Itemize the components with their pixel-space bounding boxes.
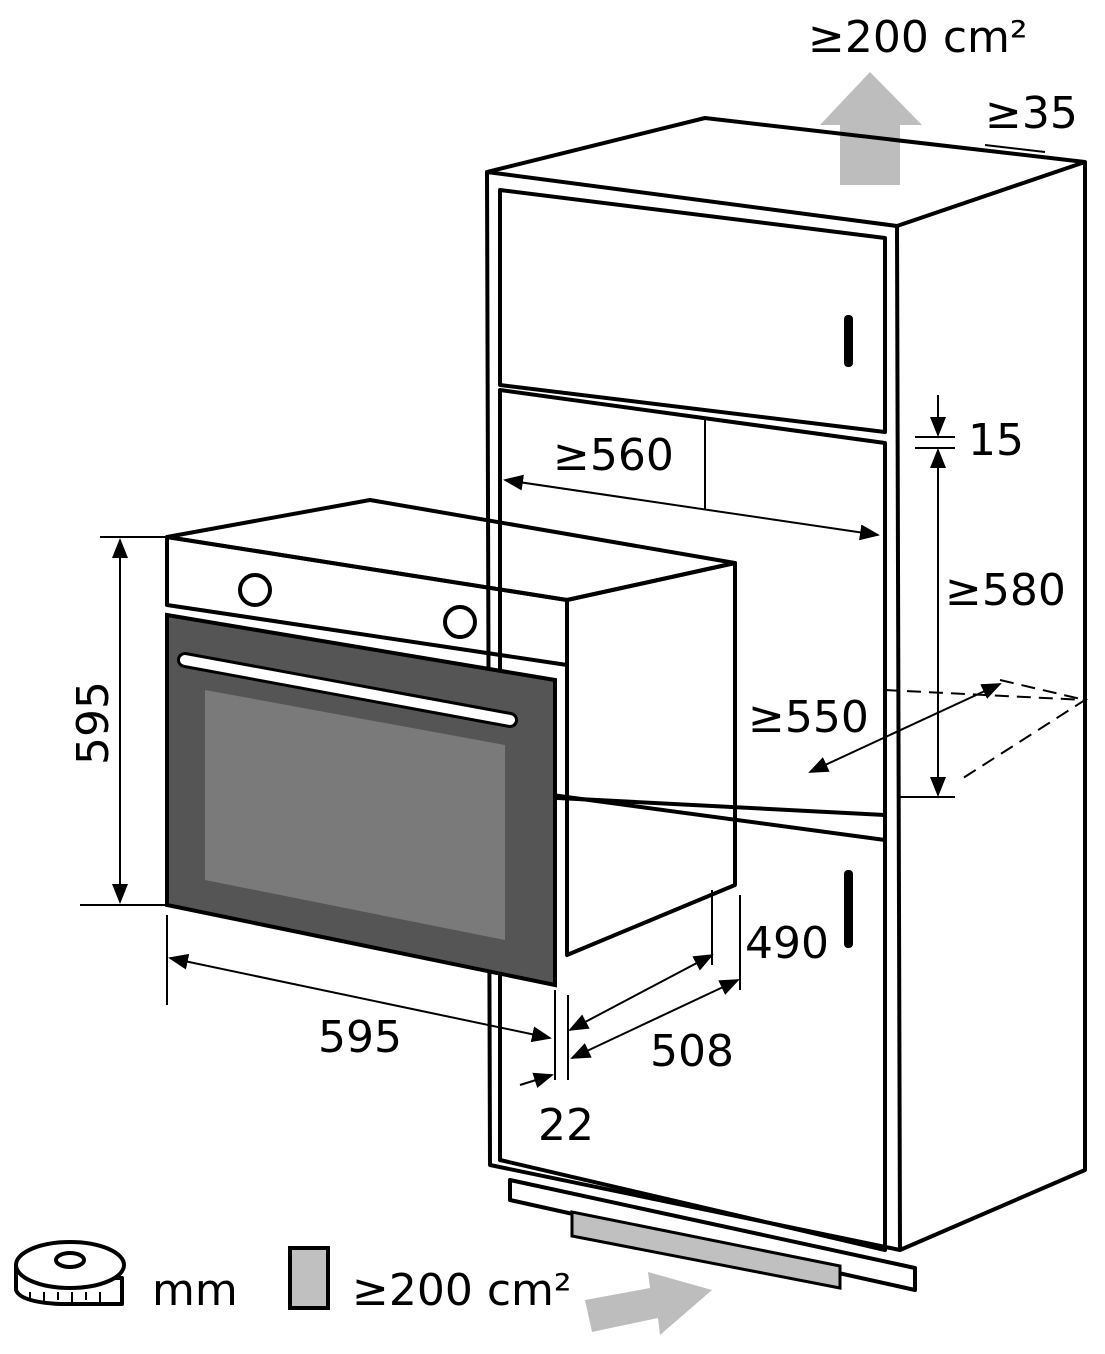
knob-right bbox=[443, 605, 477, 639]
tape-measure-icon bbox=[14, 1240, 126, 1306]
oven bbox=[165, 498, 737, 988]
legend-vent-area: ≥200 cm² bbox=[352, 1265, 572, 1316]
control-panel bbox=[165, 535, 569, 667]
dim-oven-height: 595 bbox=[68, 681, 119, 765]
knob-left bbox=[238, 573, 272, 607]
dim-gap-15: 15 bbox=[968, 415, 1024, 466]
plinth-vent bbox=[570, 1210, 842, 1290]
upper-door bbox=[498, 188, 887, 434]
vent-arrow-up-icon bbox=[820, 72, 922, 185]
dim-niche-depth: ≥550 bbox=[748, 692, 869, 743]
dim-oven-depth: 508 bbox=[650, 1026, 734, 1077]
vent-arrow-in-icon bbox=[585, 1272, 712, 1335]
upper-door-handle bbox=[844, 315, 853, 367]
dim-oven-width: 595 bbox=[318, 1012, 402, 1063]
dim-niche-height: ≥580 bbox=[945, 565, 1066, 616]
vent-area-swatch bbox=[288, 1246, 330, 1310]
dimension-lines bbox=[80, 144, 1046, 1089]
dim-top-gap: ≥35 bbox=[985, 88, 1078, 139]
oven-window bbox=[205, 690, 505, 940]
door-handle bbox=[180, 655, 515, 725]
dim-body-depth: 490 bbox=[745, 918, 829, 969]
top-vent-label: ≥200 cm² bbox=[808, 12, 1028, 63]
lower-door-handle bbox=[844, 870, 853, 948]
legend-unit: mm bbox=[152, 1265, 238, 1316]
lower-door bbox=[498, 793, 887, 1252]
dim-niche-width: ≥560 bbox=[553, 430, 674, 481]
plinth bbox=[508, 1178, 917, 1292]
dim-front-offset: 22 bbox=[538, 1100, 594, 1151]
